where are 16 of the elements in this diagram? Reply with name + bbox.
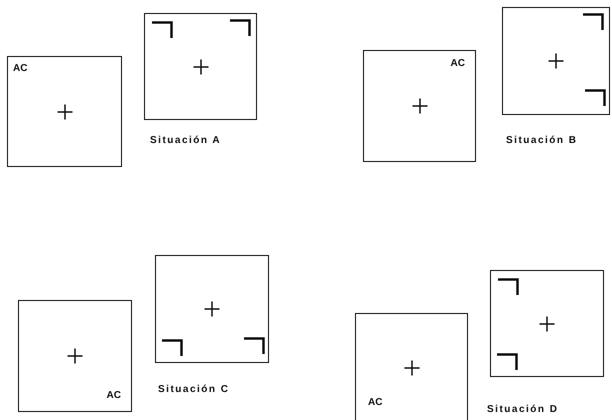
frame-box bbox=[363, 50, 476, 162]
situation-caption: Situación D bbox=[487, 405, 559, 415]
frame-label: AC bbox=[450, 59, 465, 69]
frame-box bbox=[490, 270, 604, 377]
frame-box bbox=[155, 255, 269, 363]
situation-caption: Situación B bbox=[506, 136, 578, 146]
frame-box bbox=[355, 313, 468, 420]
situation-caption: Situación A bbox=[150, 136, 222, 146]
frame-box bbox=[502, 7, 610, 115]
frame-label: AC bbox=[106, 391, 121, 401]
frame-box bbox=[144, 13, 257, 120]
frame-box bbox=[7, 56, 122, 167]
frame-label: AC bbox=[13, 64, 28, 74]
situation-caption: Situación C bbox=[158, 385, 230, 395]
frame-box bbox=[18, 300, 132, 412]
frame-label: AC bbox=[368, 398, 382, 408]
